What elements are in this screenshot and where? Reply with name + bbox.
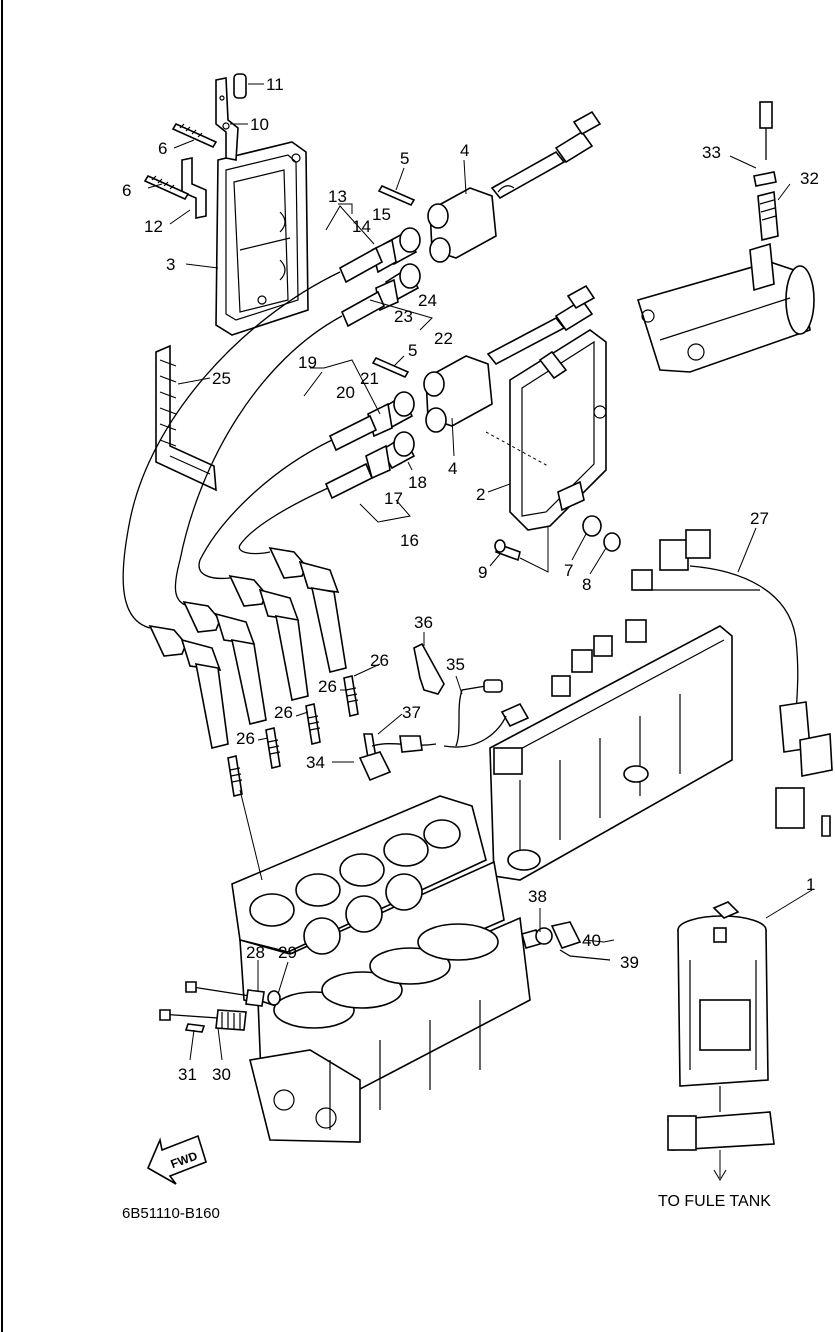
callout-label: 30: [212, 1065, 231, 1084]
engine-block: [231, 789, 531, 1143]
ignition-cover-assembly: [143, 73, 309, 336]
callout-label: 16: [400, 531, 419, 550]
cdi-unit: [485, 329, 607, 573]
fuel-tank-note: TO FULE TANK: [658, 1193, 771, 1210]
callout-label: 40: [582, 931, 601, 950]
callout-label: 22: [434, 329, 453, 348]
callout-label: 4: [448, 459, 457, 478]
callout-label: 12: [144, 217, 163, 236]
callout-label: 6: [158, 139, 167, 158]
plug-cap-set-lower: [324, 391, 416, 500]
callout-label: 11: [266, 75, 284, 94]
callout-label: 20: [336, 383, 355, 402]
callout-label: 33: [702, 143, 721, 162]
callout-label: 5: [400, 149, 409, 168]
wire-holder-stay: [155, 344, 217, 492]
callout-label: 7: [564, 561, 573, 580]
callout-label: 34: [306, 753, 325, 772]
callout-label: 18: [408, 473, 427, 492]
callout-label: 10: [250, 115, 269, 134]
sensors-and-clamp: [358, 642, 530, 782]
diagram-reference-code: 6B51110-B160: [122, 1205, 220, 1222]
callout-label: 36: [414, 613, 433, 632]
upper-ignition-coil: [377, 110, 602, 263]
engine-sensors: [159, 921, 611, 1033]
callout-label: 37: [402, 703, 421, 722]
callout-label: 8: [582, 575, 591, 594]
plug-cap-set-upper: [338, 227, 421, 328]
callout-label: 17: [384, 489, 403, 508]
callout-label: 15: [372, 205, 391, 224]
callout-label: 29: [278, 943, 297, 962]
callout-leaders: [147, 83, 813, 1061]
callout-label: 14: [352, 217, 371, 236]
callout-label: 26: [318, 677, 337, 696]
callout-label: 2: [476, 485, 485, 504]
callout-label: 3: [166, 255, 175, 274]
callout-label: 19: [298, 353, 317, 372]
spark-plug-caps: [148, 546, 347, 749]
callout-label: 9: [478, 563, 487, 582]
callout-label: 21: [360, 369, 379, 388]
callout-label: 31: [178, 1065, 197, 1084]
intake-manifold-with-harness: [489, 529, 833, 881]
callout-label: 35: [446, 655, 465, 674]
callout-label: 39: [620, 953, 639, 972]
throttle-body-section: [636, 101, 815, 373]
callout-label: 38: [528, 887, 547, 906]
callout-label: 25: [212, 369, 231, 388]
spark-plugs: [227, 675, 359, 797]
high-tension-leads: [122, 271, 343, 629]
callout-label: 1: [806, 875, 815, 894]
callout-label: 28: [246, 943, 265, 962]
callout-label: 32: [800, 169, 819, 188]
lower-ignition-coil: [371, 284, 596, 433]
callout-numbers: 11 10 6 6 12 3 5 4 13 15 14 24 23 22 33 …: [122, 75, 819, 1084]
cdi-fasteners: [494, 515, 621, 562]
callout-label: 26: [236, 729, 255, 748]
callout-label: 24: [418, 291, 437, 310]
callout-label: 26: [370, 651, 389, 670]
callout-label: 26: [274, 703, 293, 722]
callout-label: 27: [750, 509, 769, 528]
callout-label: 4: [460, 141, 469, 160]
callout-label: 5: [408, 341, 417, 360]
forward-direction-badge: FWD: [146, 1134, 207, 1185]
callout-label: 13: [328, 187, 347, 206]
callout-label: 6: [122, 181, 131, 200]
callout-label: 23: [394, 307, 413, 326]
fuel-pump-assembly: [667, 901, 775, 1181]
